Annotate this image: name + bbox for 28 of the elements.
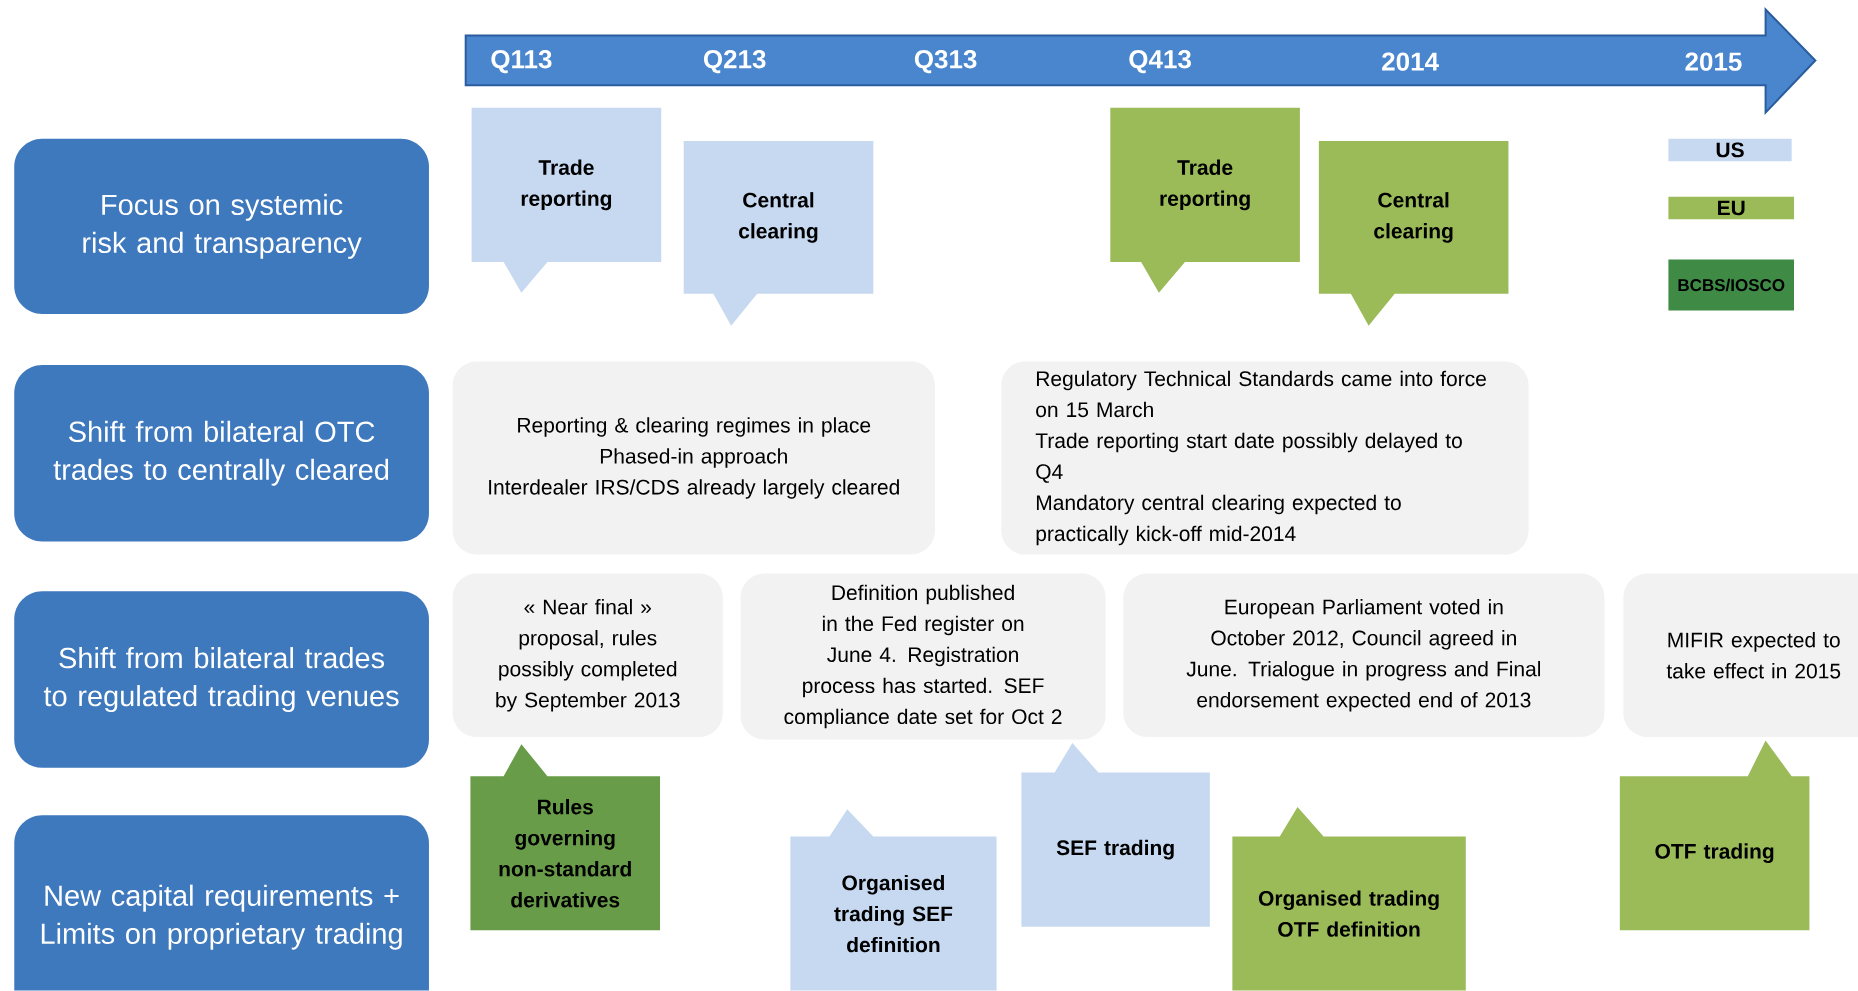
callout-box: Trade reporting [1110,108,1300,293]
callout-box: OTF trading [1619,740,1810,931]
legend-entry: BCBS/IOSCO [1668,259,1794,311]
timeline-label: Q113 [491,50,552,74]
timeline-label: Q313 [914,50,977,74]
callout-box: Organised trading SEF definition [790,809,997,991]
category-box: Focus on systemic risk and transparency [14,138,429,315]
note-box: European Parliament voted in October 2012, Council agreed in June. Trialogue in progress and Final endorsement expected end of 2013 [1123,573,1605,738]
note-box: Reporting & clearing regimes in place Phased-in approach Interdealer IRS/CDS already largely cleared [452,361,935,555]
timeline-label: Q413 [1129,50,1191,74]
category-box: Shift from bilateral trades to regulated trading venues [14,591,429,769]
category-box: Shift from bilateral OTC trades to centrally cleared [14,365,429,542]
timeline-label: 2014 [1382,52,1439,71]
timeline-label: 2015 [1685,52,1742,71]
callout-box: Rules governing non-standard derivatives [470,744,661,931]
callout-box: SEF trading [1021,743,1210,927]
category-box: New capital requirements + Limits on proprietary trading [14,815,429,991]
note-box: Definition published in the Fed register on June 4. Registration process has started. SEF compliance date set for Oct 2 [740,573,1106,740]
note-box: Regulatory Technical Standards came into force on 15 March Trade reporting start date possibly delayed to Q4 Mandatory central clearing expected to practically kick-off mid-2014 [1001,361,1529,555]
note-box: « Near final » proposal, rules possibly completed by September 2013 [452,573,723,738]
callout-box: Trade reporting [471,108,662,293]
callout-box: Organised trading OTF definition [1232,807,1466,991]
callout-box: Central clearing [683,141,874,327]
note-box: MIFIR expected to take effect in 2015 [1623,573,1858,738]
legend-entry: EU [1668,196,1794,220]
legend-entry: US [1668,138,1792,162]
timeline-label: Q213 [703,50,766,74]
callout-box: Central clearing [1318,141,1509,327]
